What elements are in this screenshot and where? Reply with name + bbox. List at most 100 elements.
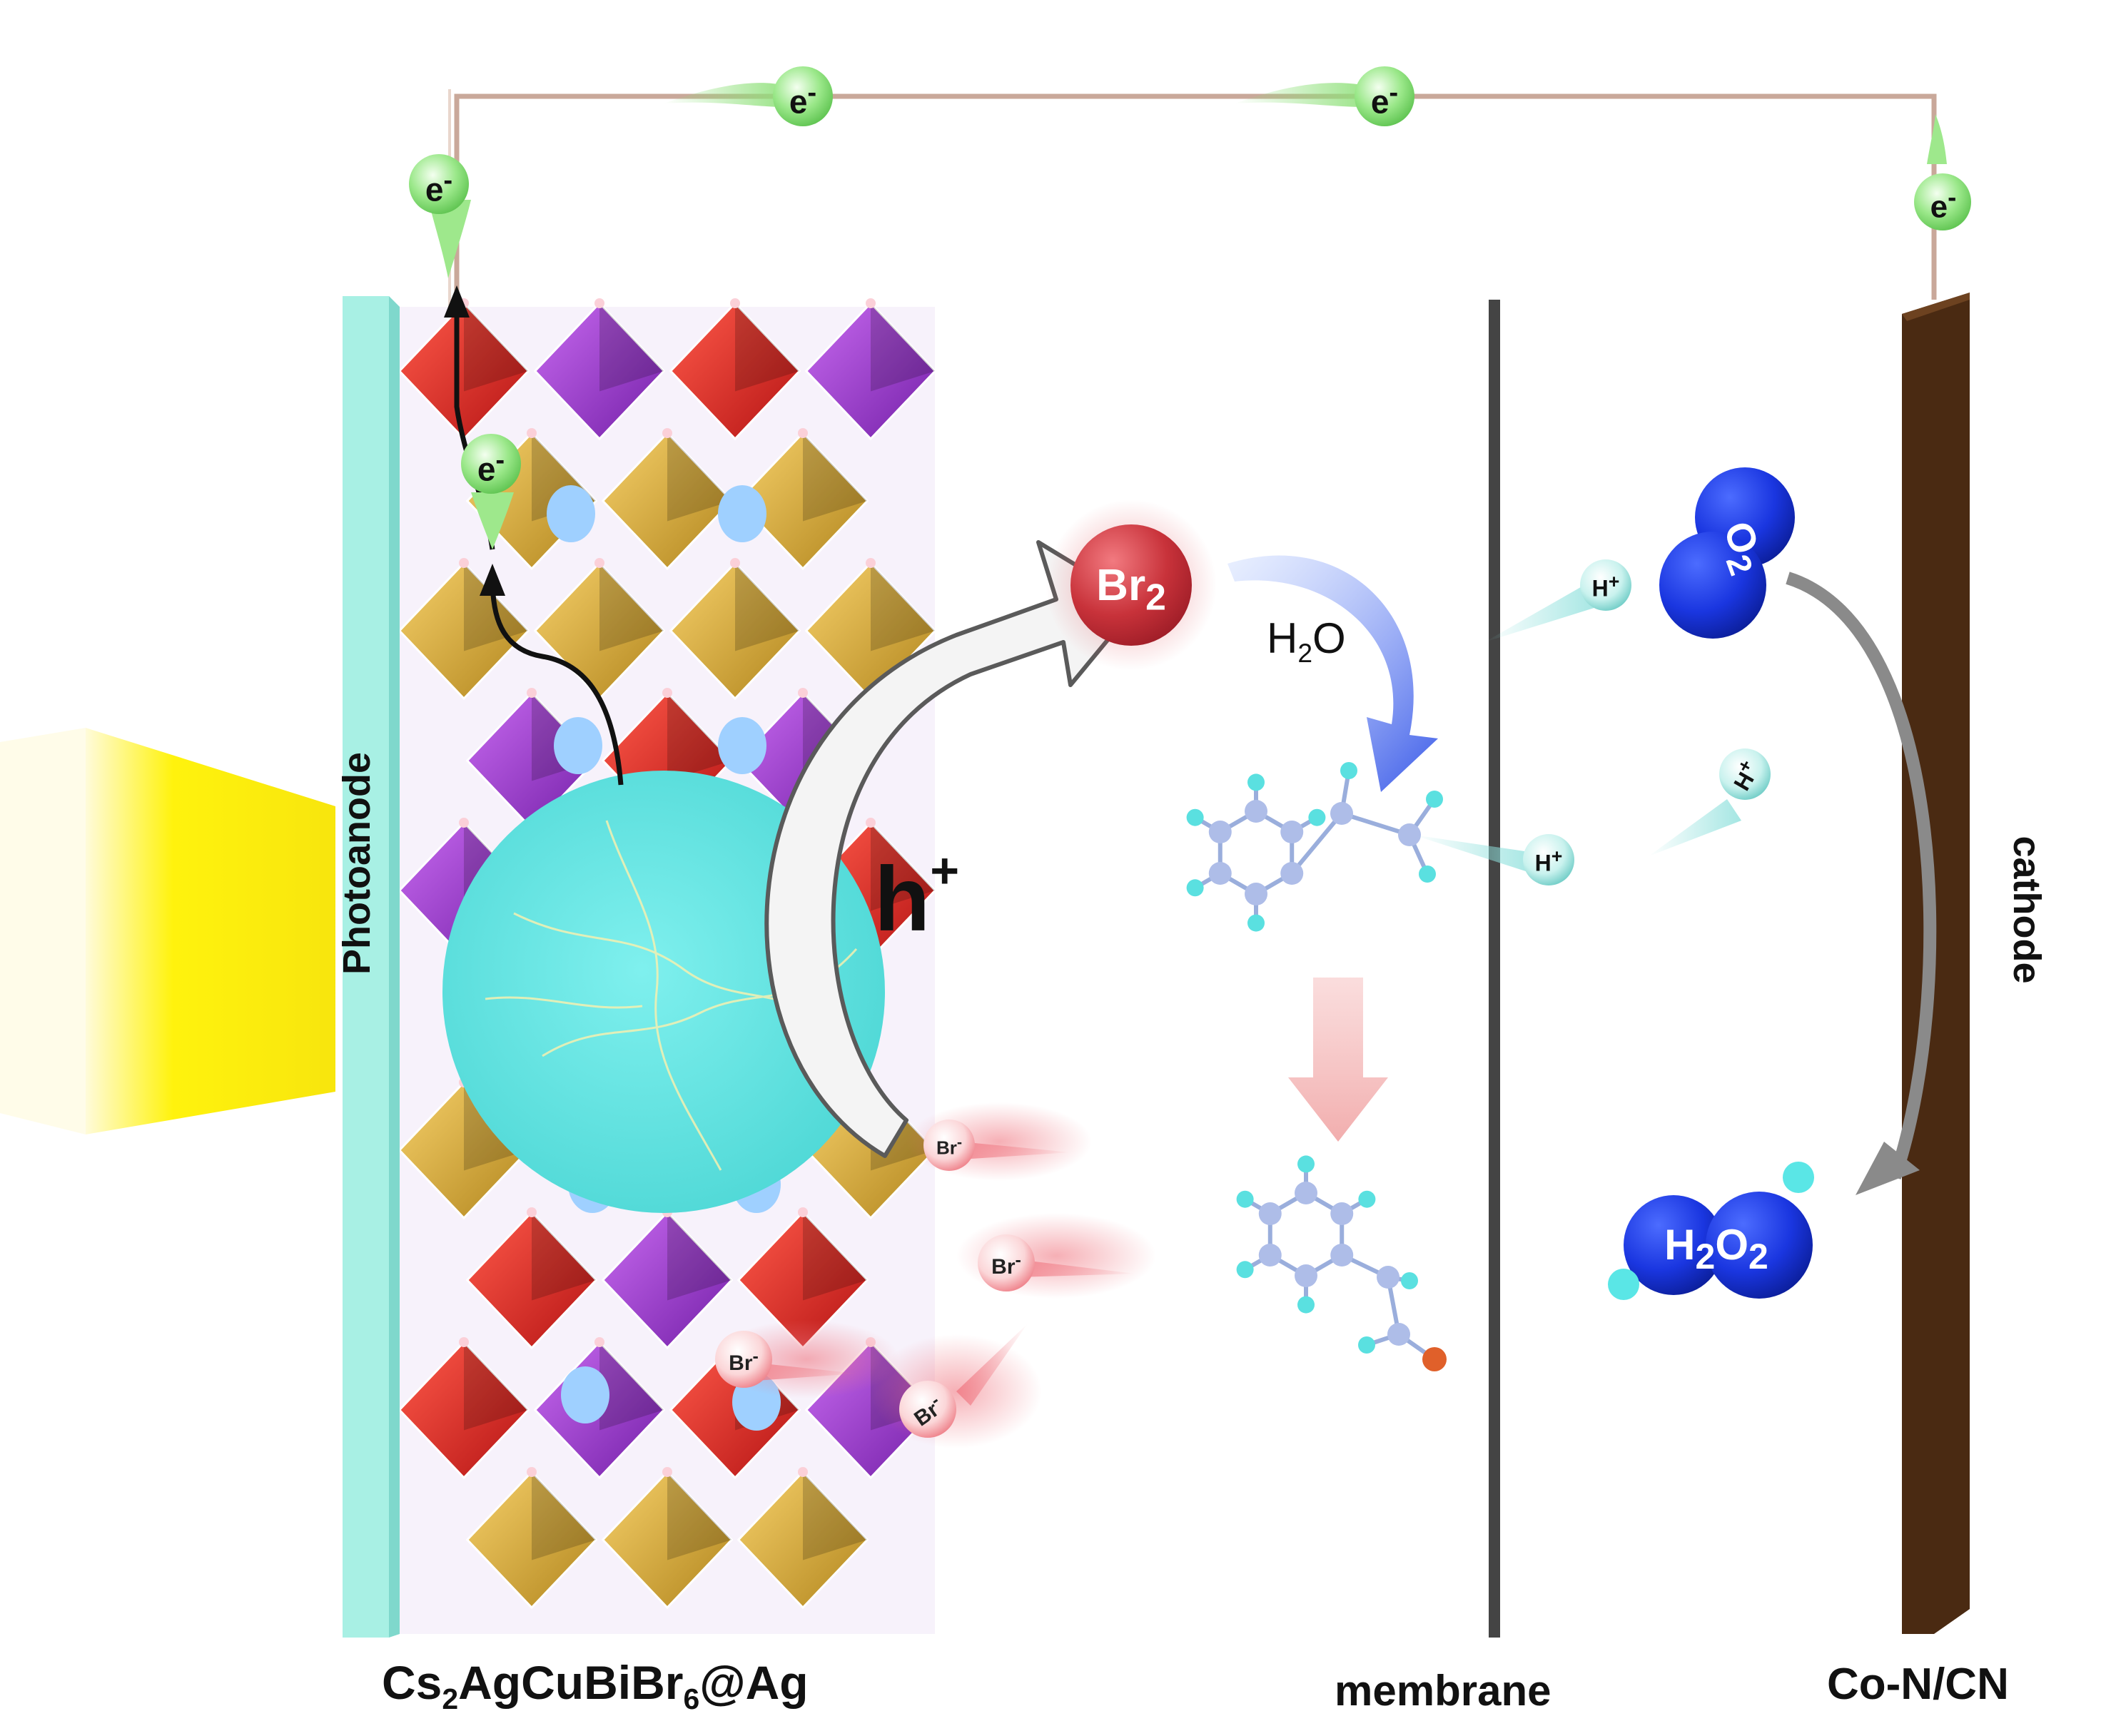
octahedron-shade <box>532 1472 597 1560</box>
octahedron-shape <box>601 431 734 571</box>
octahedron-shade <box>803 1472 868 1560</box>
bromide-label: Br- <box>721 1346 766 1376</box>
water-arrow-icon <box>1227 555 1438 792</box>
octahedron-shape <box>398 1340 530 1480</box>
lattice-atom <box>798 1467 808 1477</box>
acetophenone-molecule-icon <box>1236 1155 1447 1371</box>
bromine-label: Br2 <box>1081 560 1181 618</box>
lattice-atom <box>798 1207 808 1217</box>
lattice-atom <box>662 428 672 438</box>
membrane-label: membrane <box>1335 1666 1551 1715</box>
octahedron-shape <box>804 301 937 441</box>
electron-label: e- <box>417 165 460 208</box>
reduction-arrow-icon <box>1786 572 1937 1195</box>
cathode-label: cathode <box>2005 810 2048 1010</box>
membrane-line <box>1489 300 1500 1638</box>
br-sup: - <box>956 1133 963 1151</box>
hydrogen-atom <box>1186 879 1204 897</box>
br-text: Br <box>936 1137 957 1159</box>
cs-ion <box>547 485 595 542</box>
oxygen-atom <box>1422 1347 1447 1371</box>
electron-icon <box>1235 66 1414 126</box>
octahedron-shade <box>803 433 868 522</box>
proton-label: H+ <box>1586 571 1626 602</box>
bromide-label: Br- <box>983 1250 1029 1279</box>
hydrogen-atom <box>1247 914 1265 932</box>
lattice-atom <box>459 818 469 828</box>
photoanode-text: Photoanode <box>335 752 378 975</box>
octahedron-shade <box>871 563 936 651</box>
octahedron-shape <box>398 561 530 701</box>
electron-label: e- <box>1363 77 1406 121</box>
material-ag: @Ag <box>699 1656 809 1709</box>
cs-ion <box>561 1366 609 1423</box>
bromide-icon <box>871 1324 1042 1448</box>
lattice-atom <box>527 428 537 438</box>
carbon-atom <box>1208 821 1232 843</box>
h2o2-sub1: 2 <box>1695 1237 1716 1276</box>
e-text: e <box>477 450 496 488</box>
hydrogen-atom <box>1358 1190 1376 1208</box>
bromide-label: Br- <box>928 1133 971 1159</box>
br-text: Br <box>991 1255 1016 1279</box>
lattice-atom <box>594 298 604 308</box>
bromide-icon <box>956 1213 1156 1299</box>
e-sup: - <box>1389 77 1399 108</box>
octahedron-shade <box>803 1212 868 1301</box>
material-cs: Cs <box>382 1656 442 1709</box>
oxygen-molecule <box>1659 467 1795 639</box>
octahedron-shape <box>736 1470 869 1610</box>
lattice-atom <box>594 1337 604 1347</box>
e-sup: - <box>1948 183 1957 212</box>
cs-ion <box>718 485 766 542</box>
octahedron-shade <box>667 1472 732 1560</box>
water-h: H <box>1267 614 1298 662</box>
octahedron-shade <box>735 303 800 392</box>
octahedron-shade <box>599 1342 664 1431</box>
electron-label: e- <box>470 445 512 488</box>
hydrogen-atom <box>1340 762 1357 779</box>
carbon-atom <box>1280 862 1304 885</box>
lattice-atom <box>798 688 808 698</box>
external-circuit-wire <box>448 89 1937 307</box>
carbon-atom <box>1295 1182 1317 1204</box>
cathode-material-label: Co-N/CN <box>1827 1659 2009 1710</box>
material-label: Cs2AgCuBiBr6@Ag <box>382 1655 809 1716</box>
carbon-atom <box>1208 862 1232 885</box>
e-sup: - <box>443 165 453 196</box>
h2o2-sub2: 2 <box>1748 1237 1768 1276</box>
carbon-atom <box>1330 1202 1354 1225</box>
electron-label: e- <box>781 77 824 121</box>
octahedron-shape <box>465 1210 598 1350</box>
proton-icon <box>1484 559 1631 642</box>
reaction-arrow-icon <box>1288 978 1388 1142</box>
carbon-atom <box>1330 802 1353 825</box>
h2o2-o: O <box>1715 1221 1748 1269</box>
e-text: e <box>789 83 808 121</box>
bromide-ions <box>714 1102 1156 1448</box>
material-mid: AgCuBiBr <box>458 1656 684 1709</box>
cathode-text: cathode <box>2005 836 2048 984</box>
hydrogen-atom <box>1247 773 1265 791</box>
electron-icon <box>409 154 471 278</box>
e-text: e <box>425 171 444 208</box>
hole-plus: + <box>930 843 960 898</box>
cs-ion <box>554 717 602 774</box>
octahedron-shape <box>736 431 869 571</box>
h-text: H <box>1591 575 1609 601</box>
br2-text: Br <box>1096 561 1146 610</box>
octahedron-shade <box>599 303 664 392</box>
electron-label: e- <box>1922 183 1965 225</box>
proton-icon <box>1649 748 1771 856</box>
hydrogen-atom <box>1236 1261 1254 1279</box>
hydrogen-atom <box>1358 1336 1375 1354</box>
h-text: H <box>1534 850 1552 876</box>
hydrogen-atom <box>1297 1155 1315 1173</box>
photoanode-plate <box>343 296 400 1638</box>
lattice-atom <box>527 688 537 698</box>
cathode-material-text: Co-N/CN <box>1827 1660 2009 1709</box>
lattice-atom <box>866 298 876 308</box>
light-beam-icon <box>0 728 335 1135</box>
hole-label: h+ <box>874 846 959 945</box>
